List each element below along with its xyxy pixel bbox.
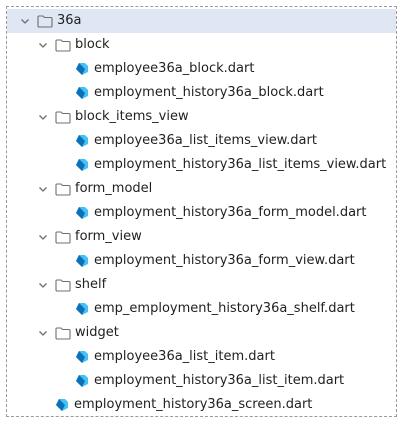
project-tree-panel: 36a block employee36a_block.dart employm…: [6, 6, 397, 417]
dart-file-icon: [75, 374, 89, 388]
dart-file-icon: [75, 302, 89, 316]
tree-file-label: employment_history36a_screen.dart: [74, 397, 313, 412]
tree-file-emp-employment-history36a-shelf[interactable]: emp_employment_history36a_shelf.dart: [7, 297, 396, 321]
tree-file-employment-history36a-block[interactable]: employment_history36a_block.dart: [7, 81, 396, 105]
chevron-down-icon[interactable]: [36, 182, 50, 196]
tree-folder-label: block_items_view: [75, 109, 189, 124]
tree-file-employment-history36a-form-view[interactable]: employment_history36a_form_view.dart: [7, 249, 396, 273]
tree-file-label: employment_history36a_list_items_view.da…: [94, 157, 387, 172]
tree-folder-label: form_model: [75, 181, 153, 196]
dart-file-icon: [75, 206, 89, 220]
chevron-down-icon[interactable]: [36, 326, 50, 340]
tree-file-label: emp_employment_history36a_shelf.dart: [94, 301, 355, 316]
dart-file-icon: [55, 398, 69, 412]
folder-icon: [37, 14, 53, 28]
folder-icon: [55, 326, 71, 340]
file-tree: 36a block employee36a_block.dart employm…: [7, 9, 396, 417]
folder-icon: [55, 38, 71, 52]
tree-file-label: employment_history36a_form_model.dart: [94, 205, 367, 220]
dart-file-icon: [75, 254, 89, 268]
tree-file-employment-history36a-screen[interactable]: employment_history36a_screen.dart: [7, 393, 396, 417]
tree-file-employment-history36a-list-item[interactable]: employment_history36a_list_item.dart: [7, 369, 396, 393]
folder-icon: [55, 230, 71, 244]
tree-folder-label: block: [75, 37, 110, 52]
chevron-down-icon[interactable]: [18, 14, 32, 28]
dart-file-icon: [75, 158, 89, 172]
folder-icon: [55, 110, 71, 124]
dart-file-icon: [75, 134, 89, 148]
tree-file-label: employee36a_block.dart: [94, 61, 255, 76]
tree-file-label: employee36a_list_items_view.dart: [94, 133, 317, 148]
folder-icon: [55, 182, 71, 196]
tree-folder-label: form_view: [75, 229, 142, 244]
tree-file-employee36a-list-items-view[interactable]: employee36a_list_items_view.dart: [7, 129, 396, 153]
tree-file-employee36a-block[interactable]: employee36a_block.dart: [7, 57, 396, 81]
tree-folder-shelf[interactable]: shelf: [7, 273, 396, 297]
tree-folder-form-model[interactable]: form_model: [7, 177, 396, 201]
tree-file-label: employment_history36a_form_view.dart: [94, 253, 355, 268]
chevron-down-icon[interactable]: [36, 278, 50, 292]
tree-file-employee36a-list-item[interactable]: employee36a_list_item.dart: [7, 345, 396, 369]
tree-folder-form-view[interactable]: form_view: [7, 225, 396, 249]
tree-folder-label: widget: [75, 325, 119, 340]
chevron-down-icon[interactable]: [36, 110, 50, 124]
tree-folder-block-items-view[interactable]: block_items_view: [7, 105, 396, 129]
tree-file-label: employment_history36a_block.dart: [94, 85, 324, 100]
tree-folder-36a[interactable]: 36a: [7, 9, 396, 33]
tree-file-label: employment_history36a_list_item.dart: [94, 373, 345, 388]
tree-folder-widget[interactable]: widget: [7, 321, 396, 345]
tree-folder-block[interactable]: block: [7, 33, 396, 57]
tree-folder-label: 36a: [57, 13, 82, 28]
tree-file-employment-history36a-form-model[interactable]: employment_history36a_form_model.dart: [7, 201, 396, 225]
tree-file-employment-history36a-list-items-view[interactable]: employment_history36a_list_items_view.da…: [7, 153, 396, 177]
dart-file-icon: [75, 62, 89, 76]
dart-file-icon: [75, 86, 89, 100]
chevron-down-icon[interactable]: [36, 38, 50, 52]
dart-file-icon: [75, 350, 89, 364]
tree-folder-label: shelf: [75, 277, 107, 292]
folder-icon: [55, 278, 71, 292]
chevron-down-icon[interactable]: [36, 230, 50, 244]
tree-file-label: employee36a_list_item.dart: [94, 349, 275, 364]
